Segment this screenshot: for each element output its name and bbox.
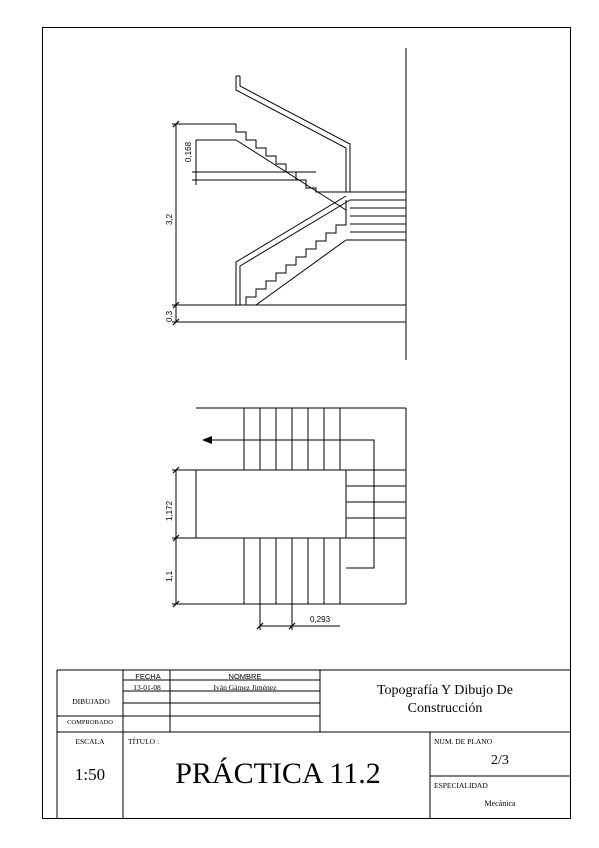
dim-slab: 0,3 xyxy=(165,310,174,322)
nombre-header: NOMBRE xyxy=(228,672,262,681)
direction-arrow-icon xyxy=(202,436,212,444)
dim-riser: 0,168 xyxy=(184,141,193,162)
titulo-label: TÍTULO : xyxy=(128,737,160,746)
title-block-grid xyxy=(56,669,570,818)
drawing-sheet-border xyxy=(42,27,571,819)
plan-view xyxy=(172,407,407,630)
dibujado-name: Iván Gámez Jiménez xyxy=(213,683,277,692)
especialidad-value: Mecánica xyxy=(484,799,516,808)
elevation-view xyxy=(172,48,407,360)
num-plano-value: 2/3 xyxy=(491,753,509,768)
num-plano-label: NUM. DE PLANO xyxy=(434,737,493,746)
dim-height: 3,2 xyxy=(165,213,174,225)
project-title-line2: Construcción xyxy=(407,701,483,716)
dim-tread: 0,293 xyxy=(310,615,331,624)
comprobado-label: COMPROBADO xyxy=(67,719,113,726)
fecha-header: FECHA xyxy=(135,672,161,681)
escala-value: 1:50 xyxy=(74,765,106,784)
dibujado-date: 13-01-08 xyxy=(133,683,161,692)
dim-flight-width: 1,1 xyxy=(165,570,174,582)
dibujado-label: DIBUJADO xyxy=(72,697,110,706)
titulo-value: PRÁCTICA 11.2 xyxy=(175,757,381,790)
dim-landing: 1,172 xyxy=(165,500,174,521)
project-title-line1: Topografía Y Dibujo De xyxy=(376,683,513,698)
especialidad-label: ESPECIALIDAD xyxy=(434,781,488,790)
escala-label: ESCALA xyxy=(75,737,105,746)
